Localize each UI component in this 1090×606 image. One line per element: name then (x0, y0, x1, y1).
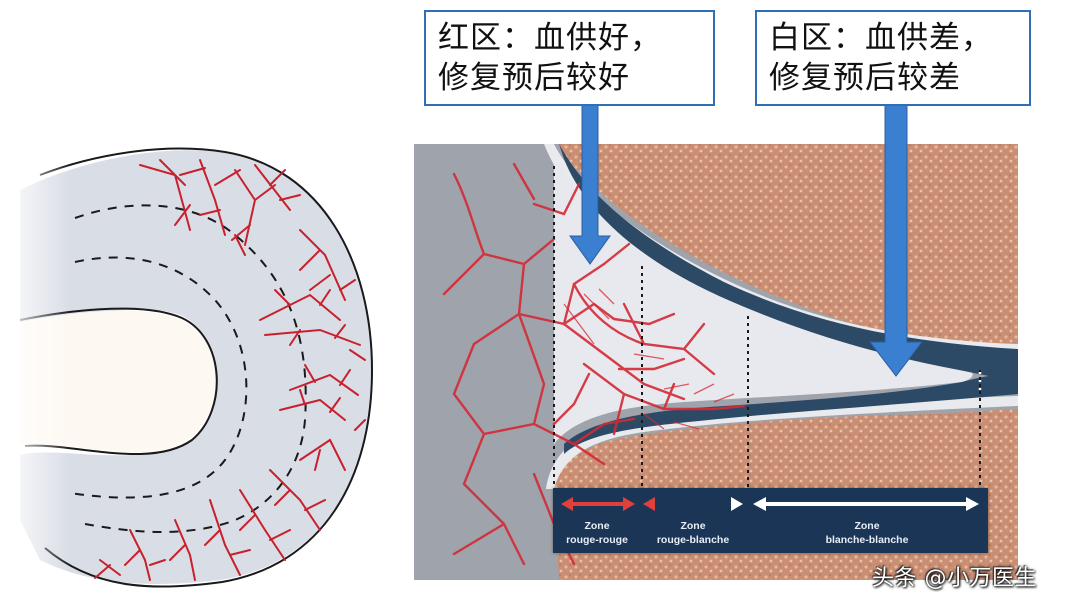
vascular-network (442, 162, 746, 566)
red-zone-callout-line1: 红区：血供好， (438, 20, 662, 56)
lower-cartilage (564, 372, 1018, 454)
red-zone-callout: 红区：血供好， 修复预后较好 (424, 10, 715, 106)
zone-boundary-lines (553, 166, 981, 489)
white-zone-callout-line1: 白区：血供差， (769, 20, 993, 56)
double-arrow-icon-blanche-blanche (753, 497, 979, 511)
zone-arrows (561, 497, 979, 511)
zone-label-rouge-rouge: Zone rouge-rouge (566, 520, 628, 546)
meniscus-top-view-illustration (0, 140, 390, 590)
zone-label-blanche-blanche: Zone blanche-blanche (825, 520, 909, 546)
red-zone-pointer-arrow (569, 104, 611, 265)
white-zone-callout-line2: 修复预后较差 (769, 60, 961, 96)
double-arrow-icon-rouge-blanche (643, 497, 743, 511)
zone-label-rouge-blanche: Zone rouge-blanche (656, 520, 730, 546)
white-zone-pointer-arrow (868, 104, 924, 377)
zone-legend-bar: Zone rouge-rouge Zone rouge-blanche Zone… (553, 488, 988, 553)
meniscus-wedge (554, 154, 973, 444)
red-zone-callout-line2: 修复预后较好 (438, 60, 630, 96)
white-zone-callout: 白区：血供差， 修复预后较差 (755, 10, 1031, 106)
double-arrow-icon-rouge-rouge (561, 497, 635, 511)
watermark: 头条 @小万医生 (872, 566, 1037, 591)
upper-cartilage (559, 144, 1018, 382)
